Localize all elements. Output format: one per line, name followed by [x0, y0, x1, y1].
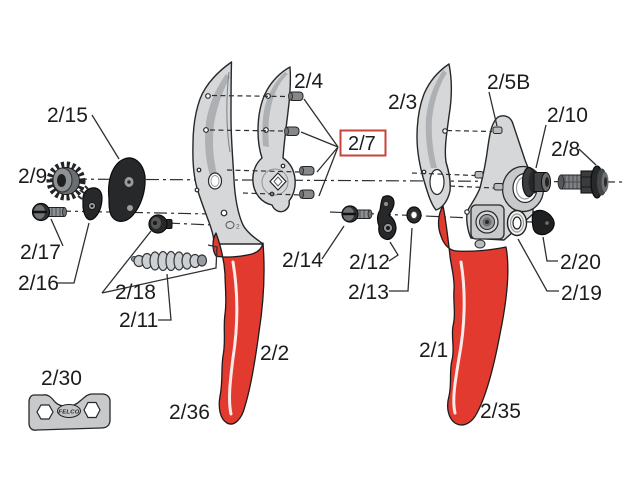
part-label-2-8: 2/8: [551, 138, 580, 161]
part-label-2-7: 2/7: [348, 133, 376, 155]
part-label-2-17: 2/17: [20, 241, 61, 264]
part-label-2-11: 2/11: [119, 309, 158, 332]
part-label-2-36: 2/36: [169, 401, 210, 424]
part-label-2-30: 2/30: [41, 367, 82, 390]
part-label-2-10: 2/10: [547, 104, 588, 127]
right-handle-highlight: [452, 260, 466, 415]
callout-lines: [50, 91, 597, 321]
washer-2-19: [506, 209, 528, 237]
left-blade-bevel-shade: [205, 74, 230, 178]
connector-dashes: [209, 94, 495, 196]
part-label-2-1: 2/1: [419, 339, 448, 362]
pawl-2-16: [77, 185, 103, 221]
part-label-2-35: 2/35: [480, 400, 521, 423]
highlighted-label-box: [339, 129, 387, 157]
pin-2-5b: [474, 171, 484, 179]
diamond-hole: [269, 172, 287, 191]
part-label-2-9: 2/9: [18, 165, 47, 188]
rivet-icon: [288, 91, 304, 101]
left-shear-assembly: 2: [192, 61, 265, 425]
felco-logo-icon: [57, 404, 81, 418]
rivet-icon: [284, 126, 300, 136]
part-label-2-20: 2/20: [560, 251, 601, 274]
left-handle: [212, 232, 265, 425]
part-label-2-5b: 2/5B: [487, 71, 530, 94]
head-stamp: 2: [236, 224, 240, 231]
part-label-2-4: 2/4: [294, 70, 324, 93]
wrench-2-30: FELCO: [28, 393, 111, 431]
part-labels: 2/15 2/9 2/17 2/16 2/18 2/11 2/30 2/36 2…: [18, 70, 602, 424]
part-label-2-16: 2/16: [18, 272, 59, 295]
pin-2-5b: [493, 183, 504, 191]
rivet-icon: [299, 189, 315, 199]
felco-stamp-icon: [225, 221, 235, 229]
rivet-2-18: [148, 214, 173, 234]
hex-hole: [36, 404, 54, 420]
rivet-set-2-7: [284, 91, 315, 199]
left-handle-highlight: [228, 260, 239, 416]
wrench-brand-text: FELCO: [58, 410, 79, 416]
part-label-2-14: 2/14: [282, 249, 323, 272]
spring-2-11: [131, 250, 208, 272]
screw-2-14: [341, 205, 373, 223]
part-label-2-19: 2/19: [561, 282, 602, 305]
part-label-2-15: 2/15: [47, 104, 88, 127]
bolt-2-8: [557, 165, 609, 199]
part-label-2-12: 2/12: [349, 251, 390, 274]
part-label-2-3: 2/3: [388, 91, 417, 114]
washer-2-13: [406, 206, 422, 224]
rivet-icon: [299, 166, 315, 176]
part-label-2-13: 2/13: [348, 281, 389, 304]
adjustment-nut-2-9: [46, 161, 86, 201]
part-label-2-2: 2/2: [260, 342, 289, 365]
cam-plate-2-15: [107, 157, 146, 222]
counter-blade-2-4: [252, 66, 296, 213]
blade-2-3: [416, 63, 452, 211]
part-label-2-18: 2/18: [115, 281, 156, 304]
bushing-2-10: [521, 166, 551, 198]
screw-2-17: [31, 202, 67, 222]
right-shear-assembly: [437, 115, 545, 426]
left-blade: [192, 61, 264, 245]
hex-hole: [83, 401, 101, 419]
thumb-catch-2-12: [377, 195, 397, 241]
pin-2-5b: [492, 126, 503, 134]
cap-nut-2-20: [531, 209, 555, 236]
